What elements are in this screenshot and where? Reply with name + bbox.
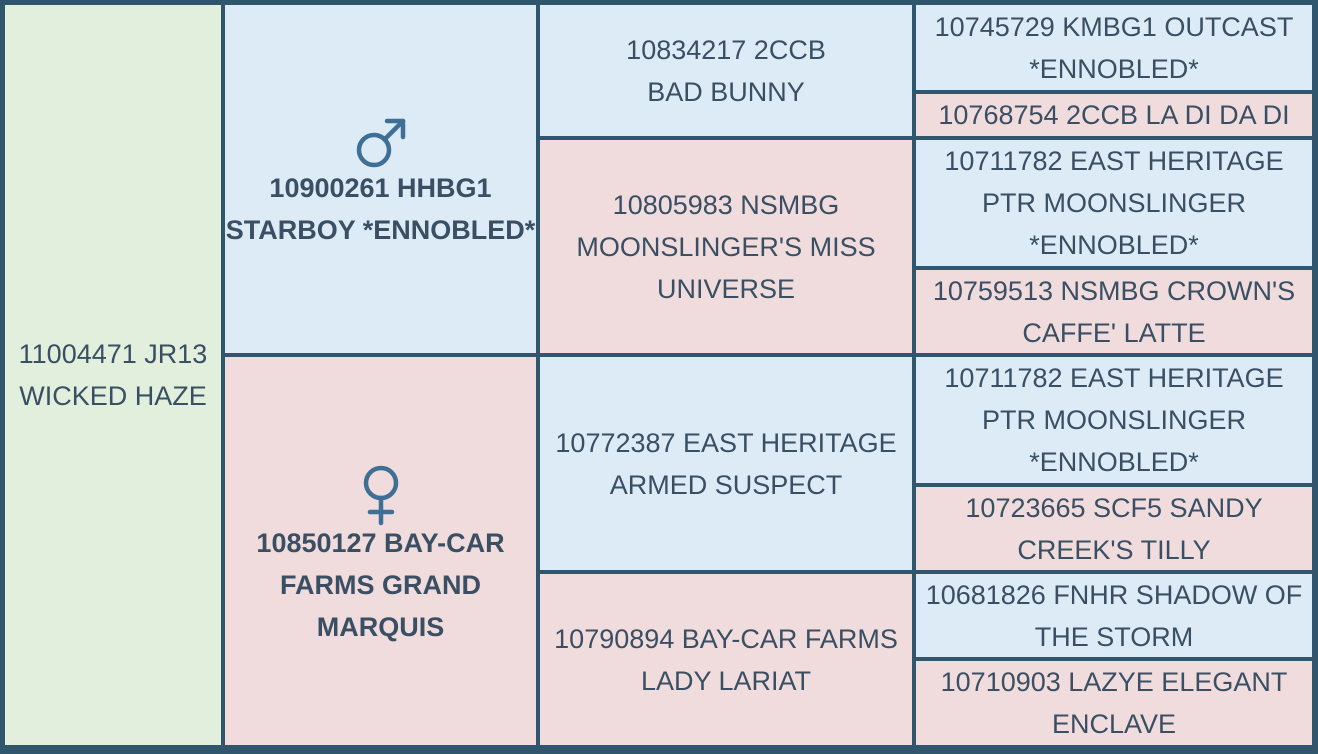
grandparent-name: 10805983 NSMBG MOONSLINGER'S MISS UNIVER… [576,189,876,304]
grandparent-name: 10834217 2CCB BAD BUNNY [626,34,826,107]
great-grandparent-cell[interactable]: 10711782 EAST HERITAGE PTR MOONSLINGER *… [916,140,1312,266]
great-grandparent-name: 10768754 2CCB LA DI DA DI [938,100,1290,130]
grandparent-cell[interactable]: 10772387 EAST HERITAGE ARMED SUSPECT [540,357,912,570]
grandparent-name: 10790894 BAY-CAR FARMS LADY LARIAT [554,623,898,696]
female-symbol-icon [357,464,405,526]
great-grandparent-name: 10723665 SCF5 SANDY CREEK'S TILLY [965,492,1263,565]
great-grandparent-cell[interactable]: 10711782 EAST HERITAGE PTR MOONSLINGER *… [916,357,1312,483]
great-grandparent-name: 10759513 NSMBG CROWN'S CAFFE' LATTE [932,275,1296,348]
great-grandparent-cell[interactable]: 10710903 LAZYE ELEGANT ENCLAVE [916,661,1312,745]
grandparent-cell[interactable]: 10834217 2CCB BAD BUNNY [540,5,912,136]
great-grandparent-cell[interactable]: 10759513 NSMBG CROWN'S CAFFE' LATTE [916,270,1312,353]
grandparent-cell[interactable]: 10790894 BAY-CAR FARMS LADY LARIAT [540,574,912,745]
great-grandparent-name: 10710903 LAZYE ELEGANT ENCLAVE [940,667,1288,739]
great-grandparent-cell[interactable]: 10723665 SCF5 SANDY CREEK'S TILLY [916,487,1312,570]
grandparent-cell[interactable]: 10805983 NSMBG MOONSLINGER'S MISS UNIVER… [540,140,912,353]
subject-cell[interactable]: 11004471 JR13 WICKED HAZE [5,5,221,745]
grandparent-name: 10772387 EAST HERITAGE ARMED SUSPECT [555,427,897,500]
great-grandparent-cell[interactable]: 10681826 FNHR SHADOW OF THE STORM [916,574,1312,657]
great-grandparent-name: 10711782 EAST HERITAGE PTR MOONSLINGER *… [944,146,1284,260]
great-grandparent-cell[interactable]: 10745729 KMBG1 OUTCAST *ENNOBLED* [916,5,1312,90]
great-grandparent-name: 10745729 KMBG1 OUTCAST *ENNOBLED* [934,11,1294,84]
dam-name: 10850127 BAY-CAR FARMS GRAND MARQUIS [256,528,505,642]
male-symbol-icon [353,115,409,171]
great-grandparent-name: 10711782 EAST HERITAGE PTR MOONSLINGER *… [944,363,1284,477]
great-grandparent-cell[interactable]: 10768754 2CCB LA DI DA DI [916,94,1312,136]
great-grandparent-name: 10681826 FNHR SHADOW OF THE STORM [925,579,1303,652]
sire-cell[interactable]: 10900261 HHBG1 STARBOY *ENNOBLED* [225,5,536,353]
sire-name: 10900261 HHBG1 STARBOY *ENNOBLED* [225,173,536,245]
dam-cell[interactable]: 10850127 BAY-CAR FARMS GRAND MARQUIS [225,357,536,745]
subject-name: 11004471 JR13 WICKED HAZE [18,339,208,411]
